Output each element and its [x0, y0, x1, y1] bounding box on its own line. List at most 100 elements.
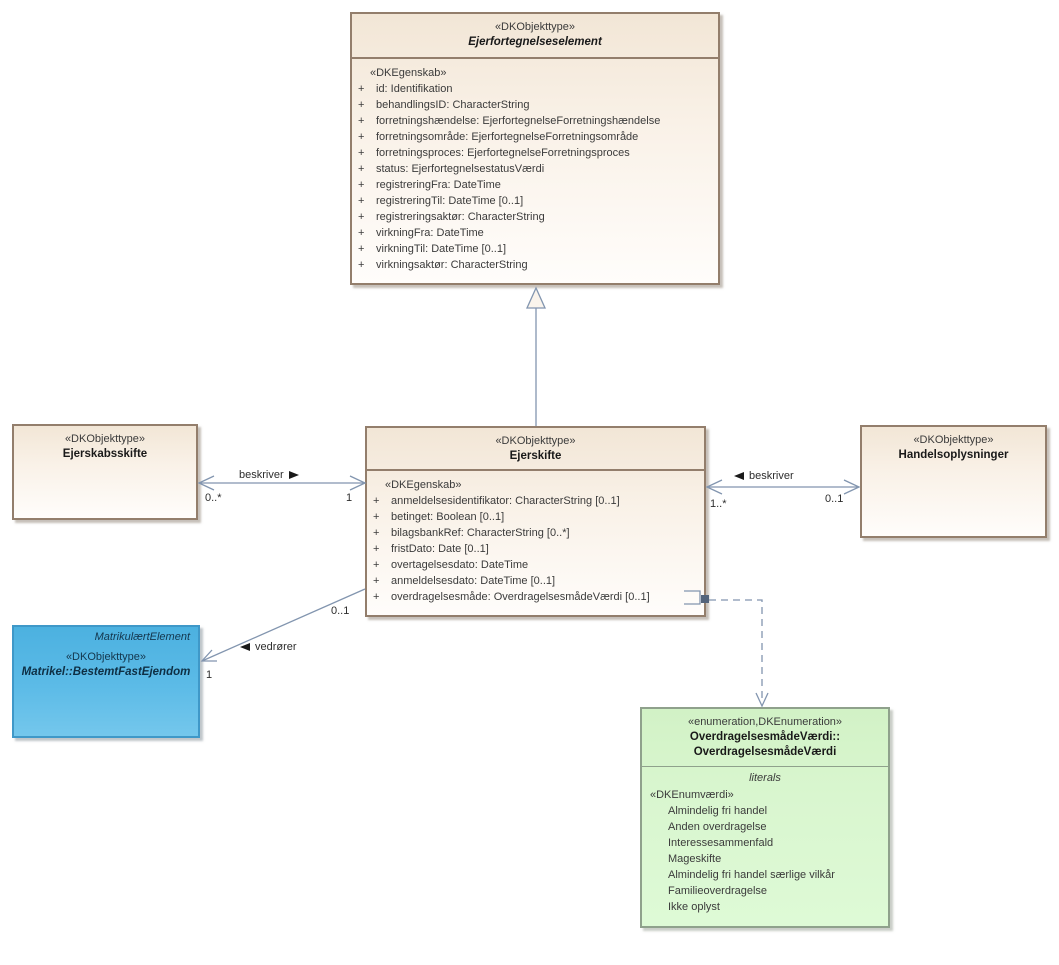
class-name: Handelsoplysninger [898, 449, 1009, 461]
attribute-stereotype: «DKEgenskab» [385, 479, 462, 491]
attribute-row: + virkningTil: DateTime [0..1] [358, 241, 714, 257]
stereotype-label: «DKObjekttype» [913, 434, 994, 446]
attribute-row: + forretningsproces: EjerfortegnelseForr… [358, 145, 714, 161]
attribute-text: id: Identifikation [376, 83, 453, 95]
attribute-row: + forretningshændelse: EjerfortegnelseFo… [358, 113, 714, 129]
class-header: «DKObjekttype» Matrikel::BestemtFastEjen… [14, 650, 198, 680]
attribute-row: + overtagelsesdato: DateTime [373, 557, 700, 573]
attribute-list: + id: Identifikation + behandlingsID: Ch… [358, 81, 714, 273]
attribute-text: forretningshændelse: EjerfortegnelseForr… [376, 115, 661, 127]
visibility-marker: + [358, 163, 365, 175]
multiplicity-label: 0..1 [825, 493, 844, 505]
class-handelsoplysninger[interactable]: «DKObjekttype» Handelsoplysninger [860, 425, 1047, 538]
visibility-marker: + [373, 527, 380, 539]
attribute-row: + overdragelsesmåde: OverdragelsesmådeVæ… [373, 589, 700, 605]
attribute-text: overdragelsesmåde: OverdragelsesmådeVærd… [391, 591, 650, 603]
attribute-text: virkningFra: DateTime [376, 227, 484, 239]
enumeration-header: «enumeration,DKEnumeration» Overdragelse… [642, 709, 888, 767]
attribute-row: + registreringsaktør: CharacterString [358, 209, 714, 225]
enumeration-name-line1: OverdragelsesmådeVærdi:: [689, 731, 841, 743]
attribute-text: anmeldelsesdato: DateTime [0..1] [391, 575, 556, 587]
class-bestemtfastejendom[interactable]: MatrikulærtElement «DKObjekttype» Matrik… [12, 625, 200, 738]
enum-literal: Almindelig fri handel særlige vilkår [668, 869, 835, 881]
attribute-row: + fristDato: Date [0..1] [373, 541, 700, 557]
stereotype-label: «DKObjekttype» [65, 651, 147, 663]
attribute-row: + virkningFra: DateTime [358, 225, 714, 241]
attribute-text: anmeldelsesidentifikator: CharacterStrin… [391, 495, 620, 507]
visibility-marker: + [358, 99, 365, 111]
attribute-text: registreringTil: DateTime [0..1] [376, 195, 524, 207]
visibility-marker: + [358, 195, 365, 207]
visibility-marker: + [358, 131, 365, 143]
literal-list: Almindelig fri handel Anden overdragelse… [642, 803, 888, 915]
direction-arrow-left-icon [734, 472, 744, 481]
multiplicity-label: 0..* [205, 492, 222, 504]
multiplicity-label: 1 [346, 492, 353, 504]
attribute-row: + forretningsområde: EjerfortegnelseForr… [358, 129, 714, 145]
attribute-text: forretningsområde: EjerfortegnelseForret… [376, 131, 639, 143]
enumeration-name-line2: OverdragelsesmådeVærdi [693, 746, 837, 758]
direction-arrow-right-icon [288, 471, 299, 480]
attribute-text: fristDato: Date [0..1] [391, 543, 489, 555]
attribute-text: overtagelsesdato: DateTime [391, 559, 529, 571]
stereotype-label: «enumeration,DKEnumeration» [687, 716, 843, 728]
multiplicity-label: 1 [206, 669, 213, 681]
attribute-text: virkningTil: DateTime [0..1] [376, 243, 507, 255]
multiplicity-label: 1..* [710, 498, 727, 510]
stereotype-label: «DKObjekttype» [64, 433, 146, 445]
class-name: Matrikel::BestemtFastEjendom [21, 666, 191, 678]
enumeration-overdragelsesmaadevaerdi[interactable]: «enumeration,DKEnumeration» Overdragelse… [640, 707, 890, 928]
attribute-row: + registreringFra: DateTime [358, 177, 714, 193]
visibility-marker: + [373, 511, 380, 523]
attribute-text: registreringsaktør: CharacterString [376, 211, 545, 223]
visibility-marker: + [373, 591, 380, 603]
visibility-marker: + [358, 115, 365, 127]
literal-stereotype: «DKEnumværdi» [650, 789, 734, 801]
attribute-stereotype: «DKEgenskab» [370, 67, 447, 79]
attribute-row: + status: EjerfortegnelsestatusVærdi [358, 161, 714, 177]
enum-literal: Interessesammenfald [668, 837, 774, 849]
attribute-text: registreringFra: DateTime [376, 179, 501, 191]
visibility-marker: + [358, 259, 365, 271]
multiplicity-label: 0..1 [331, 605, 350, 617]
literals-compartment: literals «DKEnumværdi» Almindelig fri ha… [642, 767, 888, 915]
enum-literal: Familieoverdragelse [668, 885, 768, 897]
association-label-beskriver-left: beskriver [239, 469, 299, 481]
class-header: «DKObjekttype» Ejerskifte [367, 428, 704, 471]
visibility-marker: + [373, 559, 380, 571]
enum-literal: Almindelig fri handel [668, 805, 768, 817]
visibility-marker: + [358, 83, 365, 95]
attribute-text: behandlingsID: CharacterString [376, 99, 530, 111]
attribute-row: + registreringTil: DateTime [0..1] [358, 193, 714, 209]
stereotype-label: «DKObjekttype» [494, 21, 576, 33]
class-name: Ejerskabsskifte [62, 448, 148, 460]
class-ejerfortegnelseselement[interactable]: «DKObjekttype» Ejerfortegnelseselement «… [350, 12, 720, 285]
association-beskriver-handelsoplysninger [705, 479, 861, 495]
literals-compartment-label: literals [749, 772, 781, 784]
attribute-row: + bilagsbankRef: CharacterString [0..*] [373, 525, 700, 541]
stereotype-label: «DKObjekttype» [495, 435, 576, 447]
enum-literal: Ikke oplyst [668, 901, 720, 913]
class-ejerskabsskifte[interactable]: «DKObjekttype» Ejerskabsskifte [12, 424, 198, 520]
association-label-text: beskriver [749, 470, 794, 482]
class-name: Ejerskifte [509, 450, 562, 462]
association-label-text: vedrører [255, 641, 297, 653]
generalization-connector [525, 286, 547, 426]
attribute-row: + virkningsaktør: CharacterString [358, 257, 714, 273]
class-ejerskifte[interactable]: «DKObjekttype» Ejerskifte «DKEgenskab» +… [365, 426, 706, 617]
attribute-row: + anmeldelsesdato: DateTime [0..1] [373, 573, 700, 589]
attributes-compartment: «DKEgenskab» + id: Identifikation + beha… [352, 59, 718, 273]
attribute-row: + id: Identifikation [358, 81, 714, 97]
attribute-list: + anmeldelsesidentifikator: CharacterStr… [373, 493, 700, 605]
visibility-marker: + [358, 243, 365, 255]
attribute-text: status: EjerfortegnelsestatusVærdi [376, 163, 545, 175]
class-header: «DKObjekttype» Ejerskabsskifte [14, 426, 196, 462]
visibility-marker: + [373, 575, 380, 587]
class-header: «DKObjekttype» Handelsoplysninger [862, 427, 1045, 463]
visibility-marker: + [358, 211, 365, 223]
attribute-row: + behandlingsID: CharacterString [358, 97, 714, 113]
attribute-text: forretningsproces: EjerfortegnelseForret… [376, 147, 630, 159]
attribute-text: bilagsbankRef: CharacterString [0..*] [391, 527, 570, 539]
association-label-text: beskriver [239, 469, 284, 481]
